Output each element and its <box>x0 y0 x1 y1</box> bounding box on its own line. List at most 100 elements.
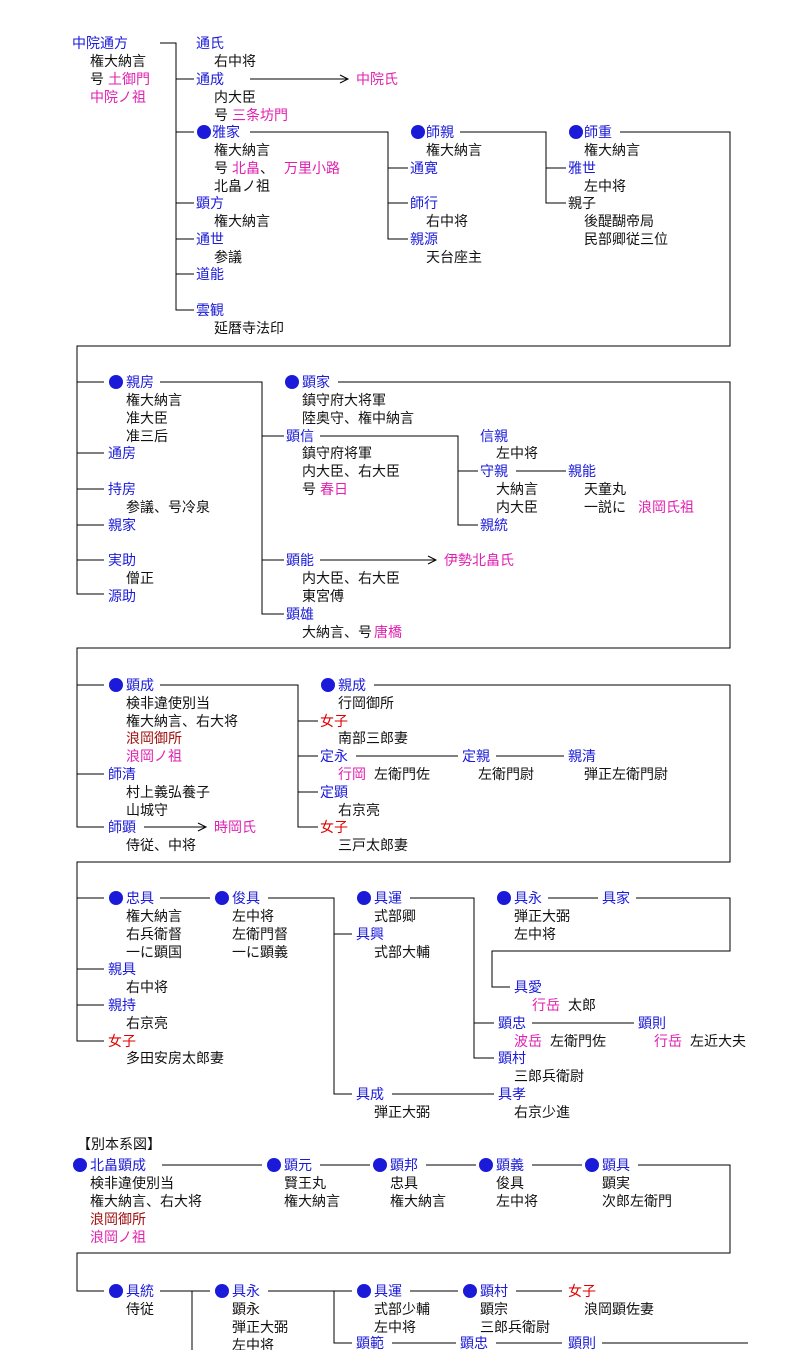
betsubon-heading: 【別本系図】 <box>77 1137 161 1153</box>
tree-label: 式部少輔 <box>374 1302 430 1318</box>
marker-dot <box>357 891 371 905</box>
tree-label: 左衛門佐 <box>550 1034 606 1050</box>
tree-label: 顕能 <box>286 553 314 569</box>
tree-label: 賢王丸 <box>284 1176 326 1192</box>
tree-label: 忠具 <box>390 1176 418 1192</box>
tree-label: 大納言、号 <box>302 625 372 641</box>
tree-label: 権大納言 <box>214 213 270 230</box>
marker-dot <box>215 891 229 905</box>
tree-label: 三郎兵衛尉 <box>514 1069 584 1085</box>
tree-label: 浪岡御所 <box>90 1212 146 1228</box>
tree-label: 山城守 <box>126 803 168 819</box>
tree-label: 多田安房太郎妻 <box>126 1050 224 1067</box>
tree-label: 具興 <box>356 927 384 943</box>
tree-label: 浪岡顕佐妻 <box>584 1302 654 1318</box>
tree-label: 号 <box>214 108 228 124</box>
tree-label: 顕成 <box>126 678 154 694</box>
tree-label: 具永 <box>232 1284 260 1300</box>
tree-label: 顕村 <box>480 1284 508 1300</box>
tree-label: 陸奥守、権中納言 <box>302 410 414 427</box>
tree-label: 定親 <box>462 749 490 765</box>
tree-label: 鎮守府将軍 <box>302 446 372 462</box>
tree-label: 顕元 <box>284 1158 312 1174</box>
tree-label: 親清 <box>568 749 596 765</box>
tree-label: 東宮傅 <box>302 589 344 605</box>
tree-label: 行岳 <box>654 1034 682 1050</box>
tree-label: 僧正 <box>126 571 154 587</box>
tree-label: 親統 <box>480 518 508 534</box>
tree-label: 女子 <box>108 1033 136 1050</box>
tree-label: 侍従、中将 <box>126 838 196 854</box>
tree-label: 通世 <box>196 232 224 248</box>
tree-label: 浪岡ノ祖 <box>126 749 182 765</box>
tree-label: 師重 <box>584 125 612 141</box>
tree-label: 内大臣 <box>214 90 256 106</box>
tree-label: 具運 <box>374 1284 402 1300</box>
tree-label: 権大納言 <box>390 1193 446 1210</box>
tree-label: 親子 <box>568 196 596 212</box>
tree-label: 弾正大弼 <box>232 1320 288 1336</box>
tree-label: 具統 <box>126 1284 154 1300</box>
tree-label: 左中将 <box>232 909 274 925</box>
tree-label: 左中将 <box>374 1320 416 1336</box>
tree-label: 顕忠 <box>498 1016 526 1032</box>
tree-label: 、 <box>260 161 274 177</box>
tree-label: 南部三郎妻 <box>338 731 408 747</box>
tree-label: 内大臣、右大臣 <box>302 571 400 587</box>
tree-label: 准大臣 <box>126 411 168 427</box>
tree-label: 左中将 <box>584 179 626 195</box>
tree-label: 通成 <box>196 72 224 88</box>
tree-label: 大納言 <box>496 482 538 498</box>
tree-label: 唐橋 <box>374 624 402 641</box>
tree-label: 左衛門督 <box>232 927 288 943</box>
tree-label: 天台座主 <box>426 250 482 266</box>
marker-dot <box>73 1158 87 1172</box>
tree-label: 権大納言 <box>126 908 182 925</box>
tree-label: 顕範 <box>356 1335 384 1350</box>
tree-label: 権大納言 <box>426 142 482 159</box>
tree-label: 通氏 <box>196 36 224 52</box>
person-labels: 中院通方権大納言号土御門中院ノ祖通氏右中将通成中院氏内大臣号三条坊門雅家権大納言… <box>72 36 746 1350</box>
tree-lines <box>76 42 748 1350</box>
tree-label: 号 <box>302 482 316 498</box>
tree-label: 中院通方 <box>72 36 128 52</box>
marker-dot <box>479 1158 493 1172</box>
tree-label: 定顕 <box>320 785 348 801</box>
tree-label: 中院ノ祖 <box>90 90 146 106</box>
tree-label: 顕忠 <box>460 1336 488 1350</box>
tree-label: 師行 <box>410 196 438 212</box>
marker-dot <box>267 1158 281 1172</box>
tree-label: 弾正大弼 <box>514 909 570 925</box>
tree-label: 弾正左衛門尉 <box>584 767 668 783</box>
marker-dot <box>463 1284 477 1298</box>
tree-label: 女子 <box>320 819 348 836</box>
tree-label: 親房 <box>126 375 154 391</box>
tree-label: 右中将 <box>426 214 468 230</box>
tree-label: 道能 <box>196 267 224 283</box>
marker-dot <box>109 1284 123 1298</box>
tree-label: 左衛門尉 <box>478 767 534 783</box>
tree-label: 顕家 <box>302 374 330 391</box>
tree-label: 顕実 <box>602 1176 630 1192</box>
marker-dot <box>197 125 211 139</box>
tree-label: 右兵衛督 <box>126 927 182 943</box>
tree-label: 顕宗 <box>480 1302 508 1318</box>
marker-dot <box>215 1284 229 1298</box>
marker-dot <box>109 678 123 692</box>
tree-label: 権大納言 <box>214 142 270 159</box>
marker-dot <box>321 678 335 692</box>
tree-label: 号 <box>90 72 104 88</box>
tree-label: 源助 <box>108 589 136 605</box>
tree-label: 俊具 <box>232 891 260 907</box>
tree-label: 右中将 <box>126 980 168 996</box>
tree-label: 顕邦 <box>390 1158 418 1174</box>
tree-label: 雅世 <box>568 161 596 177</box>
tree-label: 権大納言、右大将 <box>90 1193 202 1210</box>
tree-label: 顕雄 <box>286 607 314 623</box>
tree-label: 時岡氏 <box>214 820 256 836</box>
tree-label: 一に顕義 <box>232 944 288 961</box>
tree-label: 伊勢北畠氏 <box>444 552 514 569</box>
tree-label: 定永 <box>320 749 348 765</box>
tree-label: 号 <box>214 161 228 177</box>
marker-dot <box>585 1158 599 1172</box>
